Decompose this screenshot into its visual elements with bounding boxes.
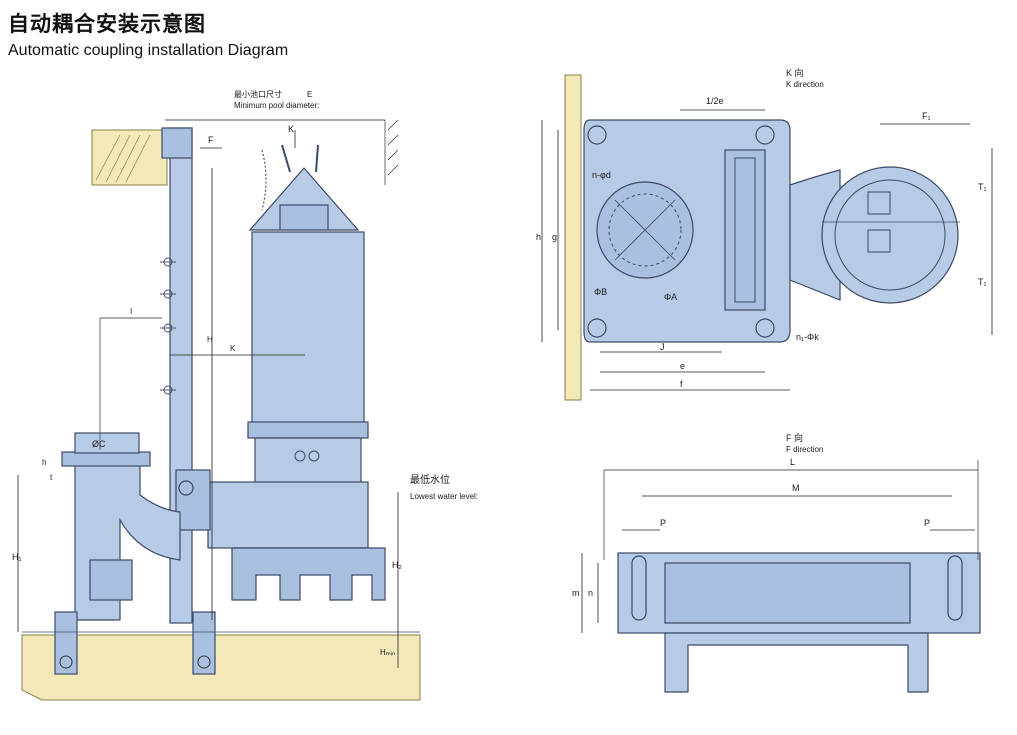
wall-plate [564, 74, 582, 401]
ground-base [21, 634, 421, 701]
phi-c-label: ØC [92, 439, 106, 449]
t-label: t [50, 473, 53, 482]
m-small-label: m [572, 588, 580, 598]
rail-top-bracket [161, 127, 193, 159]
title-chinese: 自动耦合安装示意图 [8, 12, 206, 36]
f-label: f [680, 379, 683, 389]
coupling-block [175, 469, 211, 531]
h1-label: H₁ [12, 552, 22, 562]
f-arrow-label: F [208, 135, 214, 145]
g-label: g [552, 232, 557, 242]
hmin-label: Hₘᵢₙ [380, 648, 395, 657]
pump-middle-section [254, 437, 362, 485]
m-label: M [792, 483, 800, 493]
h-small-label: h [42, 458, 46, 467]
top-wall-block [91, 129, 168, 186]
k-direction-en: K direction [786, 80, 824, 89]
i-dimension-label: I [130, 307, 132, 316]
h-label: h [536, 232, 541, 242]
pool-label-en: Minimum pool diameter: [234, 101, 319, 110]
pump-stand [231, 547, 386, 601]
title-english: Automatic coupling installation Diagram [8, 42, 289, 59]
k-direction-view: K 向 K direction 1/2e F₁ n-φd ΦB ΦA J e f… [536, 67, 993, 401]
pool-label-e: E [307, 90, 312, 99]
lowest-level-en: Lowest water level: [410, 492, 478, 501]
pump-motor-body [251, 231, 365, 433]
h-dimension-label: H [207, 335, 213, 344]
t1-lower-label: T₁ [978, 277, 987, 287]
p-left-label: P [660, 518, 666, 528]
half-e-label: 1/2e [706, 96, 724, 106]
f-direction-view: F 向 F direction L M P P m n [572, 432, 981, 693]
left-installation-view: 最小池口尺寸 E Minimum pool diameter: K F I H … [12, 89, 478, 701]
outlet-flange [61, 451, 151, 467]
k-direction-cn: K 向 [786, 67, 804, 78]
j-label: J [660, 342, 665, 352]
k-dimension-label: K [230, 344, 236, 353]
left-slot [631, 555, 647, 621]
f-direction-cn: F 向 [786, 432, 803, 443]
h2-label: H₂ [392, 560, 402, 570]
coupling-slot [724, 149, 766, 311]
t1-upper-label: T₁ [978, 182, 987, 192]
e-label: e [680, 361, 685, 371]
l-label: L [790, 457, 795, 467]
f-direction-en: F direction [786, 445, 823, 454]
n1-phi-k-label: n₁-Φk [796, 332, 819, 342]
coupling-legs [664, 632, 929, 693]
n-phi-d-label: n-φd [592, 170, 611, 180]
f1-label: F₁ [922, 111, 931, 121]
right-slot [947, 555, 963, 621]
pump-volute [207, 481, 369, 549]
pool-label-cn: 最小池口尺寸 [234, 89, 282, 99]
n-label: n [588, 588, 593, 598]
p-right-label: P [924, 518, 930, 528]
phi-a-label: ΦA [664, 292, 677, 302]
phi-b-label: ΦB [594, 287, 607, 297]
lowest-level-cn: 最低水位 [410, 473, 450, 486]
k-arrow-label: K [288, 124, 294, 134]
